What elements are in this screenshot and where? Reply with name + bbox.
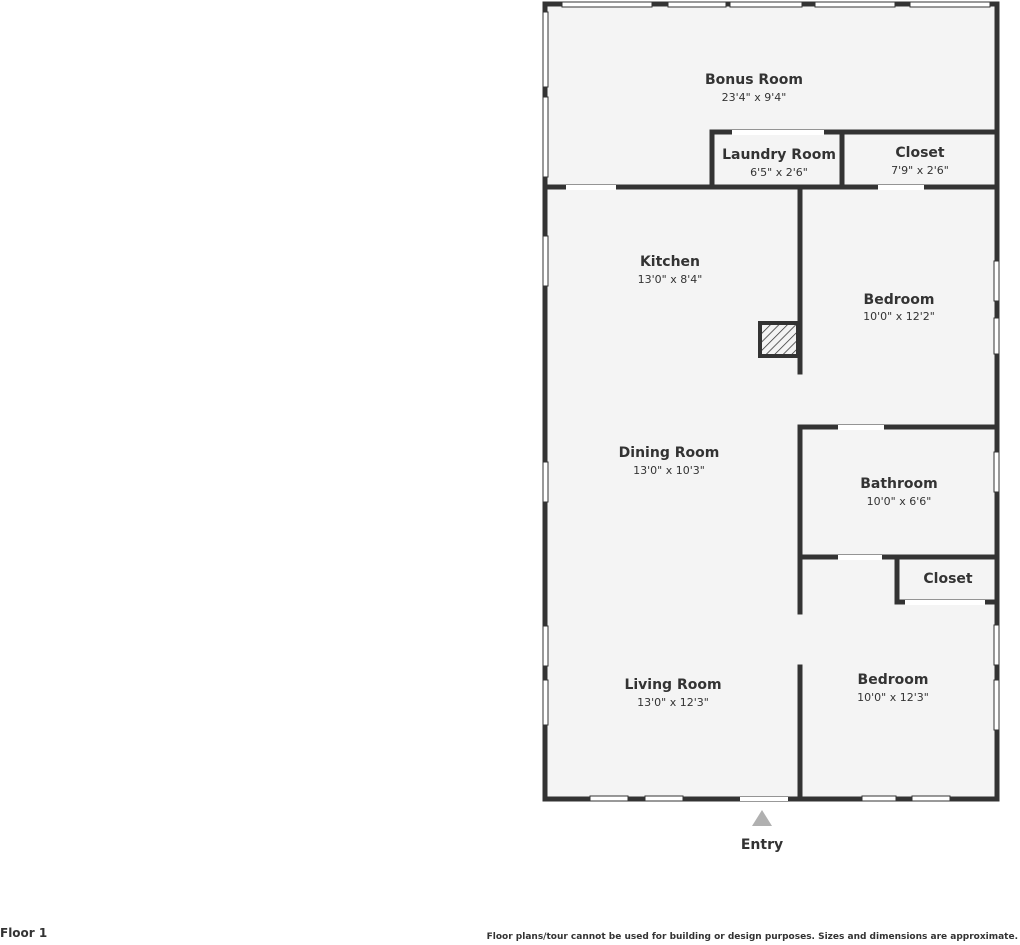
room-name-bonus: Bonus Room xyxy=(705,72,803,88)
floor-area xyxy=(545,4,997,799)
room-name-closet-top: Closet xyxy=(895,145,945,161)
room-dims-bonus: 23'4" x 9'4" xyxy=(722,91,787,104)
room-dims-bedroom-2: 10'0" x 12'3" xyxy=(857,691,929,704)
entry-arrow-icon xyxy=(752,810,772,826)
room-name-bedroom-2: Bedroom xyxy=(858,672,929,688)
room-dims-dining: 13'0" x 10'3" xyxy=(633,464,705,477)
chimney-chase xyxy=(758,321,800,358)
room-name-laundry: Laundry Room xyxy=(722,147,836,163)
room-name-living: Living Room xyxy=(624,677,721,693)
room-dims-living: 13'0" x 12'3" xyxy=(637,696,709,709)
room-dims-laundry: 6'5" x 2'6" xyxy=(750,166,808,179)
room-dims-kitchen: 13'0" x 8'4" xyxy=(638,273,703,286)
disclaimer-text: Floor plans/tour cannot be used for buil… xyxy=(486,932,1018,942)
door-openings xyxy=(566,130,985,801)
room-name-dining: Dining Room xyxy=(619,445,720,461)
room-dims-bedroom-1: 10'0" x 12'2" xyxy=(863,310,935,323)
room-labels: Bonus Room 23'4" x 9'4" Laundry Room 6'5… xyxy=(619,72,973,709)
room-name-kitchen: Kitchen xyxy=(640,254,700,270)
room-dims-closet-top: 7'9" x 2'6" xyxy=(891,164,949,177)
room-name-closet-bottom: Closet xyxy=(923,571,973,587)
room-name-bedroom-1: Bedroom xyxy=(864,292,935,308)
floor-label: Floor 1 xyxy=(0,926,48,940)
room-dims-bathroom: 10'0" x 6'6" xyxy=(867,495,932,508)
entry-label: Entry xyxy=(741,837,783,853)
room-name-bathroom: Bathroom xyxy=(860,476,938,492)
windows xyxy=(542,1,1000,802)
